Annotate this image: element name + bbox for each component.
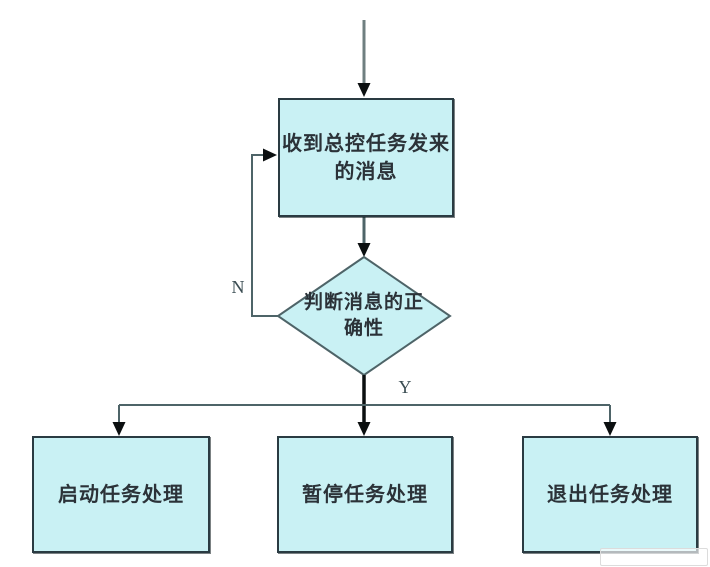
arrowhead-loop-right-icon xyxy=(263,148,277,162)
arrowhead-decision-down-icon xyxy=(357,243,371,257)
edge-label-no: N xyxy=(231,276,245,297)
node-pause-task-label: 暂停任务处理 xyxy=(302,483,428,506)
node-receive-message-line2: 的消息 xyxy=(334,160,398,183)
node-receive-message-line1: 收到总控任务发来 xyxy=(282,132,450,155)
node-decision-line1: 判断消息的正 xyxy=(303,292,424,313)
node-receive-message: 收到总控任务发来 的消息 xyxy=(278,98,454,217)
arrowhead-start-task-icon xyxy=(112,422,126,436)
node-exit-task: 退出任务处理 xyxy=(522,436,698,553)
arrowhead-pause-task-icon xyxy=(357,422,371,436)
edge-label-yes: Y xyxy=(398,376,412,397)
node-start-task: 启动任务处理 xyxy=(32,436,210,553)
node-start-task-label: 启动任务处理 xyxy=(58,483,184,506)
node-receive-message-text: 收到总控任务发来 的消息 xyxy=(282,130,450,186)
arrowhead-start-down-icon xyxy=(357,83,371,97)
node-decision-line2: 确性 xyxy=(343,318,384,339)
node-pause-task: 暂停任务处理 xyxy=(277,436,453,553)
node-decision: 判断消息的正 确性 xyxy=(292,289,436,343)
node-exit-task-label: 退出任务处理 xyxy=(547,483,673,506)
arrowhead-exit-task-icon xyxy=(603,422,617,436)
edge-no-loop xyxy=(251,154,278,317)
watermark-remnant xyxy=(600,548,708,566)
